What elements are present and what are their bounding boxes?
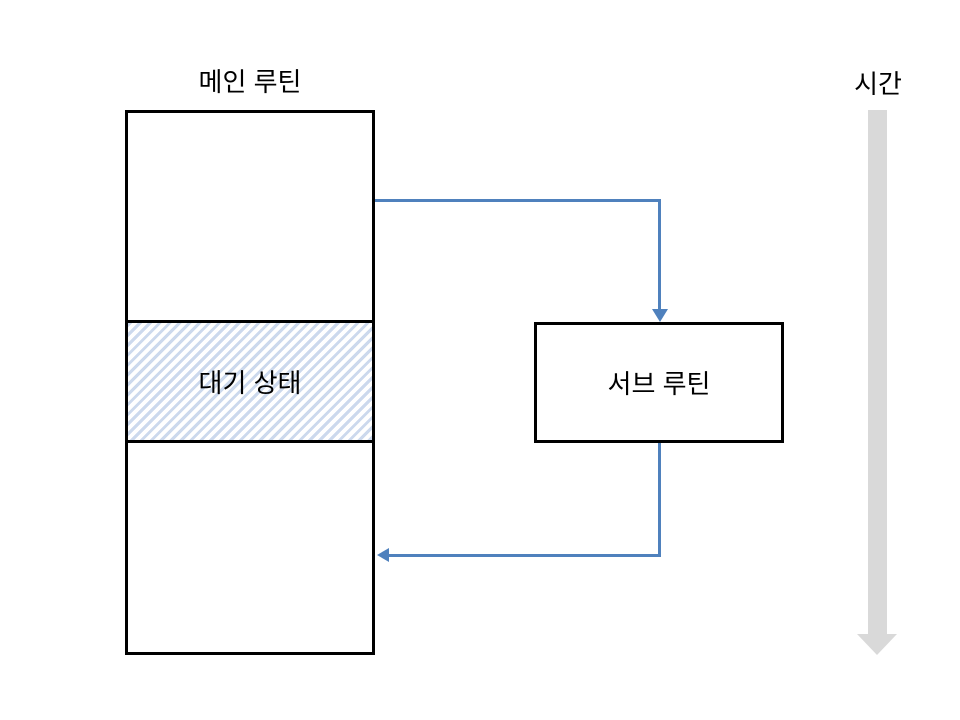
waiting-state-label: 대기 상태 xyxy=(198,368,302,398)
main-routine-title: 메인 루틴 xyxy=(198,67,302,97)
sub-routine-label: 서브 루틴 xyxy=(607,369,711,399)
time-arrow-shaft xyxy=(868,110,887,634)
main-routine-box: 대기 상태 xyxy=(125,110,375,655)
return-arrow-vertical-segment xyxy=(658,443,661,557)
waiting-state-segment: 대기 상태 xyxy=(128,320,372,443)
arrowhead-left-icon xyxy=(377,548,389,562)
main-routine-active-top-segment xyxy=(128,113,372,320)
main-routine-active-bottom-segment xyxy=(128,443,372,652)
return-arrow-horizontal-segment xyxy=(389,554,661,557)
call-arrow-vertical-segment xyxy=(658,199,661,311)
arrowhead-down-icon xyxy=(652,309,668,322)
arrowhead-down-gray-icon xyxy=(857,634,897,655)
time-axis-title: 시간 xyxy=(854,69,902,99)
sub-routine-box: 서브 루틴 xyxy=(534,322,784,443)
call-arrow-horizontal-segment xyxy=(375,199,661,202)
